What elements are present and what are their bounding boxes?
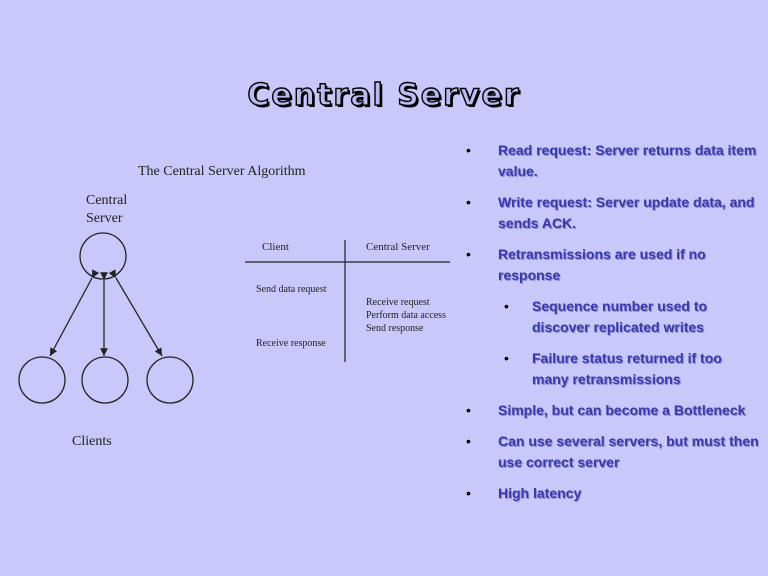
- clients-label: Clients: [72, 434, 112, 449]
- slide-title: Central Server: [247, 77, 521, 113]
- bullet-list: • Read request: Server returns data item …: [462, 140, 762, 514]
- bullet-item: • High latency: [462, 483, 762, 504]
- client-node-left: [18, 356, 66, 404]
- bullet-text: Failure status returned if too many retr…: [532, 350, 722, 387]
- bullet-glyph: •: [504, 298, 509, 314]
- bullet-text: High latency: [498, 485, 582, 501]
- step-server-receive: Receive request: [366, 297, 430, 308]
- bullet-item: • Can use several servers, but must then …: [462, 431, 762, 473]
- bullet-text: Can use several servers, but must then u…: [498, 433, 759, 470]
- diagram-heading: The Central Server Algorithm: [138, 164, 306, 179]
- sub-bullet-item: • Sequence number used to discover replic…: [462, 296, 762, 338]
- bullet-text: Retransmissions are used if no response: [498, 246, 706, 283]
- bullet-text: Write request: Server update data, and s…: [498, 194, 755, 231]
- step-client-receive: Receive response: [256, 338, 326, 349]
- central-server-diagram: The Central Server Algorithm Central Ser…: [18, 164, 450, 449]
- table-header-server: Central Server: [366, 241, 430, 253]
- client-node-middle: [81, 356, 129, 404]
- server-label-line1: Central: [86, 193, 127, 208]
- bullet-item: • Read request: Server returns data item …: [462, 140, 762, 182]
- bullet-item: • Retransmissions are used if no response: [462, 244, 762, 286]
- bullet-item: • Write request: Server update data, and …: [462, 192, 762, 234]
- table-header-client: Client: [262, 241, 289, 253]
- bullet-glyph: •: [466, 485, 471, 501]
- server-label-line2: Server: [86, 211, 123, 226]
- link-right: [108, 269, 163, 357]
- bullet-glyph: •: [466, 246, 471, 262]
- bullet-text: Read request: Server returns data item v…: [498, 142, 757, 179]
- bullet-glyph: •: [466, 142, 471, 158]
- bullet-text: Sequence number used to discover replica…: [532, 298, 708, 335]
- sub-bullet-item: • Failure status returned if too many ret…: [462, 348, 762, 390]
- bullet-glyph: •: [466, 433, 471, 449]
- client-node-right: [146, 356, 194, 404]
- step-client-send: Send data request: [256, 284, 327, 295]
- step-server-send: Send response: [366, 323, 424, 334]
- bullet-glyph: •: [504, 350, 509, 366]
- bullet-text: Simple, but can become a Bottleneck: [498, 402, 746, 418]
- bullet-glyph: •: [466, 402, 471, 418]
- link-left: [49, 269, 100, 357]
- server-node: [79, 232, 127, 280]
- bullet-glyph: •: [466, 194, 471, 210]
- bullet-item: • Simple, but can become a Bottleneck: [462, 400, 762, 421]
- step-server-perform: Perform data access: [366, 310, 446, 321]
